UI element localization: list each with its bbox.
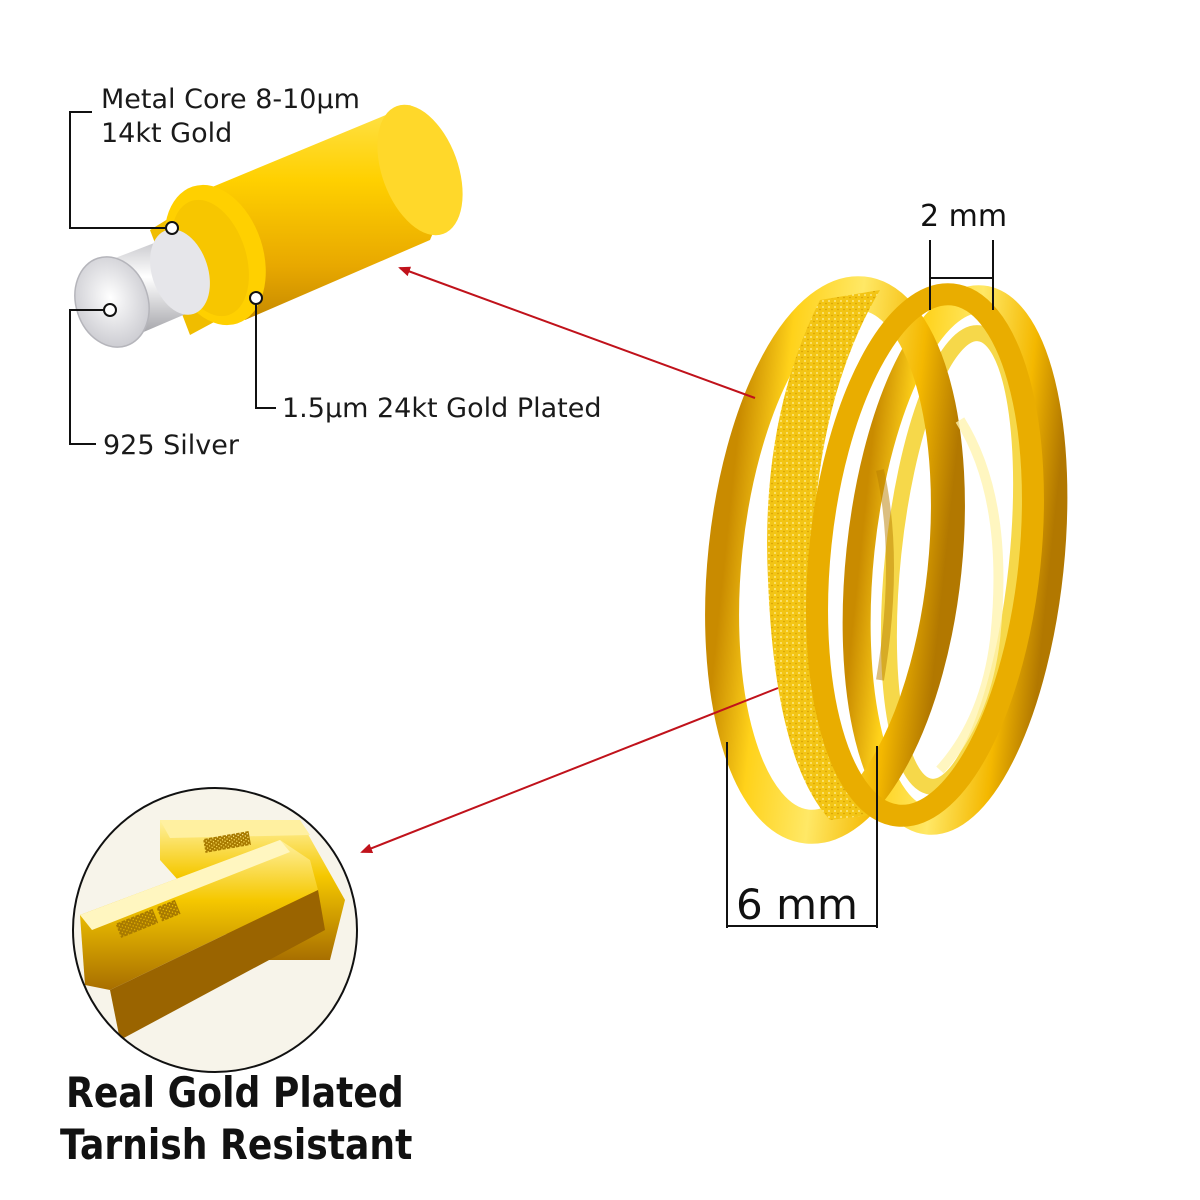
ring-width-dimension (726, 742, 878, 928)
tagline-gold-plated: Real Gold Plated (66, 1068, 404, 1117)
metal-core-material-label: 14kt Gold (101, 118, 233, 149)
ring-width-label: 6 mm (736, 880, 858, 929)
ring-illustration (705, 276, 1068, 844)
silver-label: 925 Silver (103, 430, 239, 461)
metal-core-label: Metal Core 8-10μm (101, 84, 360, 115)
arrow-to-wire (398, 266, 756, 399)
gold-bars-circle: ▓▓▓▓ ▓▓ ▓▓▓▓▓ (72, 787, 358, 1073)
arrow-to-gold-bars (360, 687, 779, 853)
plating-label: 1.5μm 24kt Gold Plated (282, 393, 602, 424)
wire-cross-section-diagram (69, 104, 463, 445)
tagline-tarnish-resistant: Tarnish Resistant (60, 1120, 413, 1169)
band-width-label: 2 mm (920, 199, 1008, 234)
band-width-dimension (929, 240, 994, 310)
